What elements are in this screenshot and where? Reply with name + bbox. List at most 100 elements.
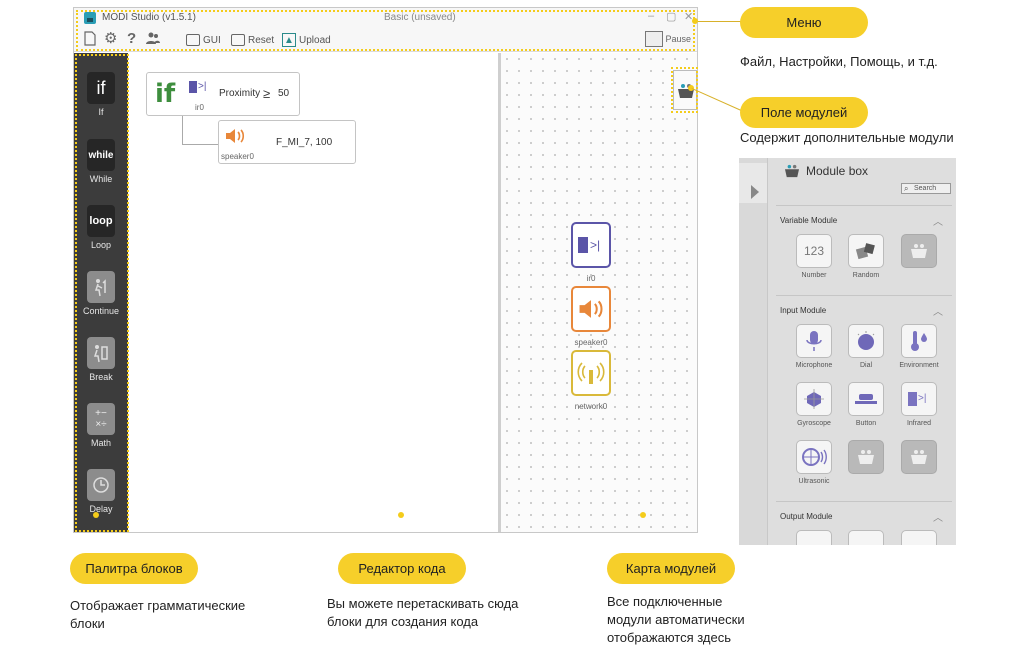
upload-button[interactable]: ▲ Upload: [282, 32, 331, 48]
module-number[interactable]: 123: [796, 234, 832, 268]
pause-button[interactable]: Pause: [645, 31, 691, 47]
editor-description: Вы можете перетаскивать сюда блоки для с…: [327, 596, 519, 629]
palette-item-while[interactable]: while While: [74, 139, 128, 184]
module-gyroscope[interactable]: [796, 382, 832, 416]
module-field-callout: Поле модулей: [740, 97, 868, 128]
infrared-module-icon: >|: [189, 81, 209, 93]
module-network0[interactable]: [571, 350, 611, 396]
module-label: Ultrasonic: [798, 478, 830, 485]
chevron-up-icon[interactable]: ︿: [933, 513, 943, 524]
pause-icon: [645, 31, 664, 47]
module-field-description: Содержит дополнительные модули: [740, 130, 954, 145]
gui-icon: [186, 34, 200, 46]
palette-label: Delay: [89, 504, 113, 514]
network-icon: [577, 362, 605, 384]
search-icon: ⌕: [904, 184, 909, 193]
file-icon[interactable]: [84, 31, 96, 50]
action-module-name: speaker0: [221, 152, 254, 161]
editor-callout: Редактор кода: [338, 553, 466, 584]
module-search-input[interactable]: ⌕ Search: [901, 183, 951, 194]
if-operator: ≥: [263, 86, 271, 101]
section-input-module: Input Module: [780, 306, 827, 315]
module-label: Dial: [859, 362, 873, 369]
menu-callout: Меню: [740, 7, 868, 38]
module-speaker0[interactable]: [571, 286, 611, 332]
module-label: network0: [574, 402, 608, 411]
palette-label: While: [89, 174, 113, 184]
module-box-collapse-tab[interactable]: [739, 163, 767, 203]
module-box-marker-dot: [688, 85, 694, 91]
close-button[interactable]: ✕: [684, 11, 694, 23]
gui-label: GUI: [203, 34, 221, 46]
while-block-tile: while: [87, 139, 115, 171]
loop-block-tile: loop: [87, 205, 115, 237]
palette-item-if[interactable]: if If: [74, 72, 128, 117]
module-map: >| ir0 speaker0 network0: [501, 53, 697, 532]
module-label: Environment: [899, 362, 939, 369]
module-ultrasonic[interactable]: [796, 440, 832, 474]
module-ir0[interactable]: >|: [571, 222, 611, 268]
module-placeholder[interactable]: [901, 234, 937, 268]
module-infrared[interactable]: >|: [901, 382, 937, 416]
module-box-icon: [911, 244, 927, 258]
module-dial[interactable]: [848, 324, 884, 358]
menu-marker-dot: [692, 18, 698, 24]
title-bar: MODI Studio (v1.5.1) Basic (unsaved) – ▢…: [74, 8, 697, 28]
module-label: Gyroscope: [797, 420, 831, 427]
module-microphone[interactable]: [796, 324, 832, 358]
module-box-panel: Module box ⌕ Search Variable Module ︿ 12…: [739, 158, 956, 545]
reset-label: Reset: [248, 34, 275, 46]
speaker-action-block[interactable]: speaker0 F_MI_7, 100: [218, 120, 356, 164]
module-label: Button: [855, 420, 877, 427]
module-placeholder[interactable]: [901, 440, 937, 474]
module-random[interactable]: [848, 234, 884, 268]
module-placeholder[interactable]: [848, 440, 884, 474]
palette-item-delay[interactable]: Delay: [74, 469, 128, 514]
palette-item-loop[interactable]: loop Loop: [74, 205, 128, 250]
palette-item-break[interactable]: Break: [74, 337, 128, 382]
palette-label: Loop: [90, 240, 112, 250]
palette-description: Отображает грамматические блоки: [70, 598, 246, 631]
app-title: MODI Studio (v1.5.1): [102, 12, 196, 23]
module-environment[interactable]: [901, 324, 937, 358]
modi-studio-window: MODI Studio (v1.5.1) Basic (unsaved) – ▢…: [73, 7, 698, 533]
microphone-icon: [806, 331, 822, 351]
minimize-button[interactable]: –: [648, 10, 655, 22]
maximize-button[interactable]: ▢: [666, 11, 677, 23]
module-button[interactable]: [848, 382, 884, 416]
users-icon[interactable]: [146, 31, 160, 49]
module-output-partial[interactable]: [901, 530, 937, 545]
speaker-icon: [226, 129, 245, 143]
chevron-up-icon[interactable]: ︿: [933, 307, 943, 318]
editor-divider[interactable]: [498, 53, 501, 532]
palette-callout: Палитра блоков: [70, 553, 198, 584]
module-label: Random: [852, 272, 880, 279]
if-keyword: if: [155, 79, 176, 109]
section-divider: [776, 501, 952, 502]
module-map-callout: Карта модулей: [607, 553, 735, 584]
document-title: Basic (unsaved): [384, 12, 456, 23]
reset-icon: [231, 34, 245, 46]
gear-icon[interactable]: ⚙: [104, 30, 118, 47]
ultrasonic-icon: [802, 448, 827, 466]
code-editor[interactable]: if >| ir0 Proximity ≥ 50 speaker0 F_MI_7…: [130, 53, 498, 532]
section-output-module: Output Module: [780, 512, 833, 521]
upload-label: Upload: [299, 34, 331, 46]
if-condition: Proximity: [219, 88, 261, 99]
module-output-partial[interactable]: [796, 530, 832, 545]
if-block[interactable]: if >| ir0 Proximity ≥ 50: [146, 72, 300, 116]
action-value: F_MI_7, 100: [276, 137, 333, 148]
module-box-leader-line: [691, 88, 744, 112]
module-map-description: Все подключенные модули автоматически от…: [607, 594, 745, 645]
module-output-partial[interactable]: [848, 530, 884, 545]
upload-icon: ▲: [282, 33, 296, 47]
chevron-up-icon[interactable]: ︿: [933, 217, 943, 228]
help-icon[interactable]: ?: [127, 30, 137, 47]
module-label: Infrared: [906, 420, 932, 427]
speaker-icon: [579, 300, 603, 318]
button-icon: [855, 394, 877, 404]
palette-item-math[interactable]: +−×÷ Math: [74, 403, 128, 448]
palette-item-continue[interactable]: Continue: [74, 271, 128, 316]
reset-button[interactable]: Reset: [231, 32, 274, 48]
gui-button[interactable]: GUI: [186, 32, 221, 48]
